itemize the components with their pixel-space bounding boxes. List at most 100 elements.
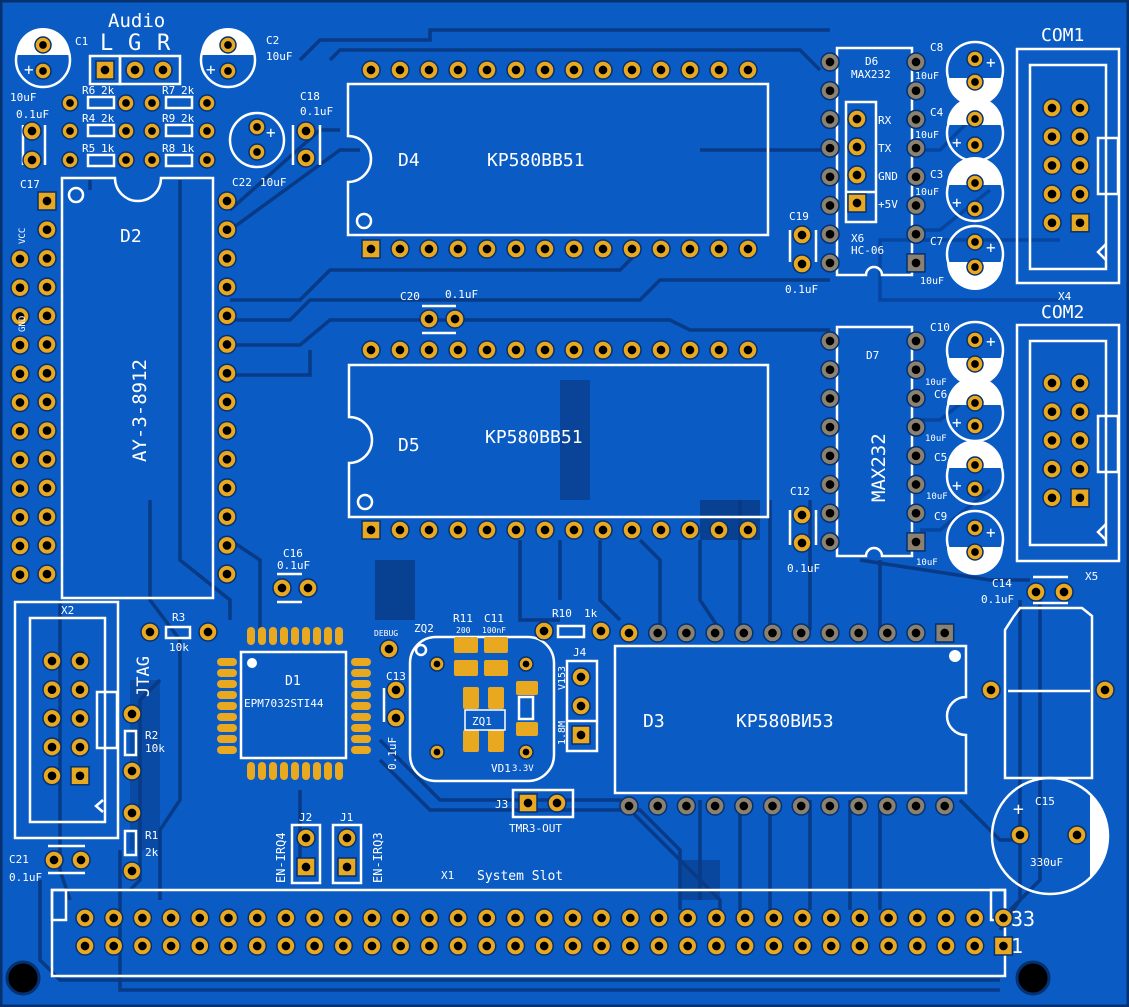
drill-hole bbox=[80, 941, 90, 951]
drill-hole bbox=[42, 426, 52, 435]
drill-hole bbox=[825, 801, 835, 811]
drill-hole bbox=[15, 312, 25, 321]
drill-hole bbox=[825, 86, 835, 96]
label-r9-val: 2k bbox=[181, 112, 195, 125]
silkscreen-labels: Audio L G R C1 10uF C2 10uF R6 2k R7 2k … bbox=[9, 10, 1098, 958]
drill-hole bbox=[522, 748, 530, 756]
drill-hole bbox=[852, 142, 862, 152]
drill-hole bbox=[714, 525, 724, 535]
drill-hole bbox=[511, 345, 521, 355]
drill-hole bbox=[1072, 830, 1082, 840]
c9-plus: + bbox=[986, 523, 996, 542]
x6-outline bbox=[844, 100, 878, 224]
drill-hole bbox=[882, 628, 892, 638]
drill-hole bbox=[598, 345, 608, 355]
drill-hole bbox=[540, 525, 550, 535]
drill-hole bbox=[145, 627, 155, 637]
drill-hole bbox=[797, 230, 807, 240]
drill-hole bbox=[598, 525, 608, 535]
drill-hole bbox=[539, 626, 549, 636]
label-x2: X2 bbox=[61, 604, 74, 617]
label-c1: C1 bbox=[75, 35, 88, 48]
drill-hole bbox=[656, 345, 666, 355]
c15-cap bbox=[990, 776, 1110, 896]
label-vd1-val: 3.3V bbox=[512, 764, 534, 774]
drill-hole bbox=[109, 941, 119, 951]
drill-hole bbox=[224, 41, 232, 49]
label-rx: RX bbox=[878, 114, 892, 127]
drill-hole bbox=[222, 340, 232, 349]
label-x1: X1 bbox=[441, 869, 454, 882]
drill-hole bbox=[511, 65, 521, 75]
drill-hole bbox=[310, 941, 319, 951]
drill-hole bbox=[482, 941, 492, 951]
drill-hole bbox=[222, 541, 232, 550]
c8-plus: + bbox=[986, 53, 996, 72]
drill-hole bbox=[825, 229, 835, 239]
label-j3: J3 bbox=[495, 798, 508, 811]
label-c22: C22 bbox=[232, 176, 252, 189]
drill-hole bbox=[625, 913, 635, 923]
drill-hole bbox=[47, 656, 57, 666]
drill-hole bbox=[911, 143, 921, 153]
drill-hole bbox=[768, 628, 777, 638]
label-r6: R6 bbox=[82, 84, 95, 97]
drill-hole bbox=[338, 941, 348, 951]
drill-hole bbox=[127, 766, 137, 776]
drill-hole bbox=[911, 801, 921, 811]
drill-hole bbox=[47, 714, 57, 723]
drill-hole bbox=[138, 913, 147, 923]
drill-hole bbox=[882, 801, 892, 811]
label-r10-val: 1k bbox=[584, 607, 598, 620]
drill-hole bbox=[855, 941, 865, 951]
drill-hole bbox=[740, 941, 750, 951]
drill-hole bbox=[596, 626, 606, 636]
drill-hole bbox=[539, 941, 549, 951]
drill-hole bbox=[710, 628, 720, 638]
drill-hole bbox=[127, 709, 137, 719]
drill-hole bbox=[224, 941, 233, 951]
drill-hole bbox=[941, 913, 951, 923]
drill-hole bbox=[511, 525, 521, 535]
drill-hole bbox=[540, 244, 550, 254]
drill-hole bbox=[826, 941, 836, 951]
drill-hole bbox=[855, 913, 865, 923]
d5-pin1-mark bbox=[356, 493, 374, 511]
drill-hole bbox=[884, 913, 893, 923]
drill-hole bbox=[424, 345, 434, 355]
x2-jtag-connector bbox=[13, 600, 120, 840]
label-c10: C10 bbox=[930, 321, 950, 334]
drill-hole bbox=[522, 660, 530, 668]
drill-hole bbox=[15, 369, 25, 379]
label-r8-val: 1k bbox=[181, 142, 195, 155]
drill-hole bbox=[148, 156, 156, 164]
label-j4-b: 1.8M bbox=[557, 721, 568, 745]
label-zq2: ZQ2 bbox=[414, 622, 434, 635]
label-x4: X4 bbox=[1058, 290, 1072, 303]
drill-hole bbox=[825, 451, 835, 461]
drill-hole bbox=[971, 115, 979, 123]
d1-pads-top bbox=[247, 627, 343, 645]
drill-hole bbox=[685, 525, 695, 535]
drill-hole bbox=[825, 394, 835, 403]
drill-hole bbox=[569, 345, 579, 355]
label-d1: D1 bbox=[285, 674, 301, 689]
drill-hole bbox=[425, 941, 434, 951]
x1-system-slot bbox=[50, 888, 1007, 978]
drill-hole bbox=[825, 336, 835, 346]
drill-hole bbox=[999, 941, 1008, 951]
drill-hole bbox=[222, 426, 232, 435]
drill-hole bbox=[682, 801, 691, 811]
drill-hole bbox=[768, 801, 777, 811]
label-d5-part: KP580BB51 bbox=[485, 427, 583, 448]
label-c6-val: 10uF bbox=[925, 434, 947, 444]
label-pin1: 1 bbox=[1011, 934, 1023, 958]
drill-hole bbox=[1075, 132, 1085, 142]
d1-chip bbox=[217, 627, 371, 780]
drill-hole bbox=[854, 801, 863, 811]
drill-hole bbox=[627, 244, 637, 254]
drill-hole bbox=[825, 172, 835, 182]
drill-hole bbox=[122, 127, 130, 135]
label-j2: J2 bbox=[299, 811, 312, 824]
drill-hole bbox=[75, 771, 85, 781]
